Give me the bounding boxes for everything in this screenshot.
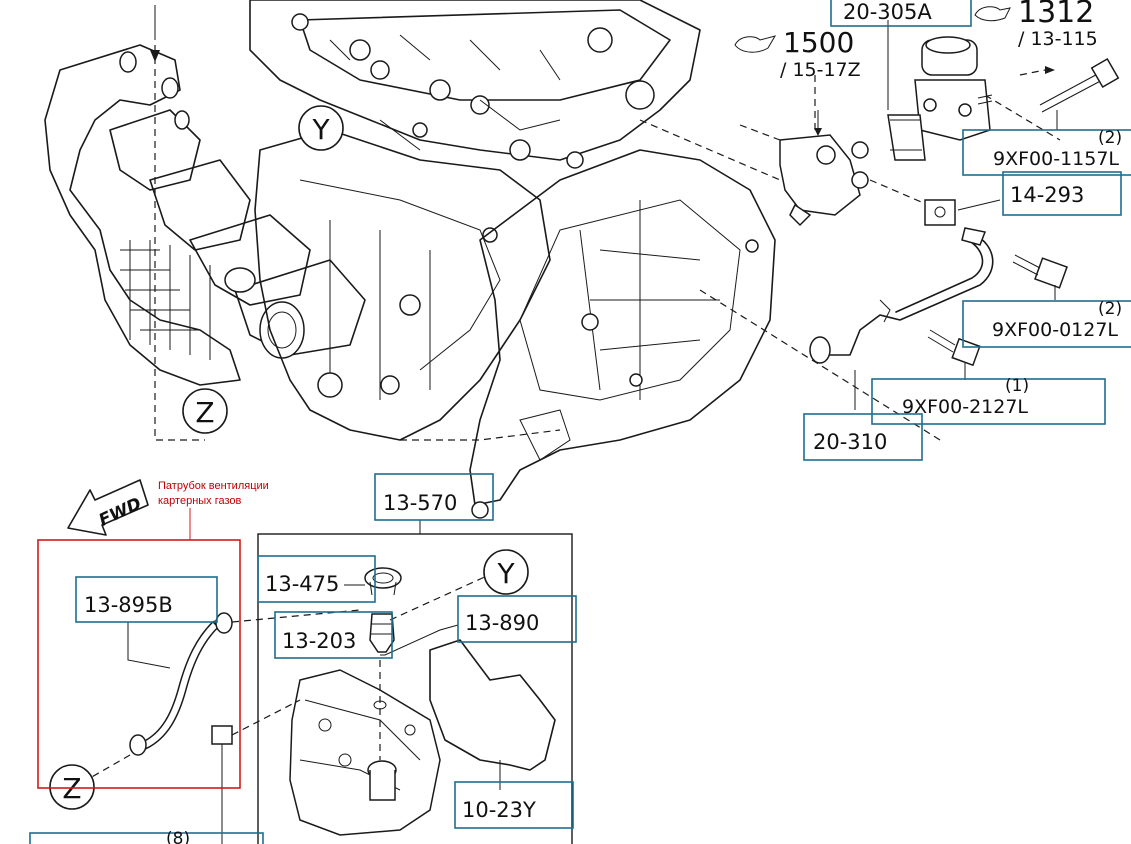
marker-y-bottom: Y: [483, 549, 529, 595]
callout-box-9XF00-2127L: [871, 378, 1106, 425]
callout-14-293[interactable]: 14-293: [1010, 183, 1084, 207]
callout-box-bottom-partial: [29, 832, 264, 844]
callout-box-9XF00-1157L: [962, 129, 1131, 176]
svg-text:Z: Z: [195, 396, 214, 429]
ref-1500: 1500 / 15-17Z: [734, 26, 861, 81]
oil-separator-group: [67, 479, 573, 844]
callout-10-23Y[interactable]: 10-23Y: [462, 798, 536, 822]
callout-box-10-23Y: [454, 781, 574, 829]
callout-20-310[interactable]: 20-310: [813, 430, 887, 454]
ref-1500-number[interactable]: 1500: [783, 26, 854, 59]
qty-9XF00-0127L: (2): [1098, 299, 1122, 319]
callout-box-13-203: [274, 611, 393, 659]
engine-assembly-drawing: [44, 0, 1061, 519]
qty-9XF00-2127L: (1): [1005, 376, 1029, 396]
callout-box-13-570: [374, 473, 494, 521]
annotation-line-1: Патрубок вентиляции: [158, 480, 269, 492]
callout-box-9XF00-0127L: [962, 300, 1131, 348]
ref-15-17Z[interactable]: / 15-17Z: [780, 59, 861, 81]
qty-9XF00-1157L: (2): [1098, 128, 1122, 148]
callout-9XF00-2127L[interactable]: 9XF00-2127L: [902, 396, 1028, 418]
marker-z-top: Z: [182, 388, 228, 434]
callout-20-305A[interactable]: 20-305A: [843, 0, 932, 24]
callout-13-570[interactable]: 13-570: [383, 491, 457, 515]
callout-9XF00-0127L[interactable]: 9XF00-0127L: [992, 319, 1118, 341]
callout-box-13-475: [257, 555, 376, 603]
annotation-line-2: картерных газов: [158, 495, 242, 507]
callout-box-20-305A: [830, 0, 972, 27]
egr-valve-group: [779, 20, 1120, 410]
svg-text:Y: Y: [496, 557, 515, 590]
callout-13-475[interactable]: 13-475: [265, 572, 339, 596]
marker-z-bottom: Z: [49, 764, 95, 810]
callout-13-203[interactable]: 13-203: [282, 629, 356, 653]
callout-box-20-310: [803, 413, 923, 461]
callout-box-13-895B: [75, 576, 218, 623]
ref-1312-number[interactable]: 1312: [1018, 0, 1094, 30]
callout-9XF00-1157L[interactable]: 9XF00-1157L: [993, 148, 1119, 170]
fwd-label: FWD: [96, 494, 145, 531]
ref-1312: 1312 / 13-115: [974, 0, 1098, 50]
callout-13-895B[interactable]: 13-895B: [84, 593, 173, 617]
crankcase-vent-hose: [89, 609, 361, 779]
callout-box-14-293: [1002, 171, 1122, 216]
callout-13-890[interactable]: 13-890: [465, 611, 539, 635]
highlight-box-13-895B: [37, 539, 241, 789]
ref-13-115[interactable]: / 13-115: [1018, 28, 1098, 50]
svg-text:Y: Y: [311, 113, 330, 146]
callout-box-13-890: [457, 595, 577, 643]
qty-bottom: (8): [166, 829, 190, 844]
marker-y-top: Y: [298, 105, 344, 151]
